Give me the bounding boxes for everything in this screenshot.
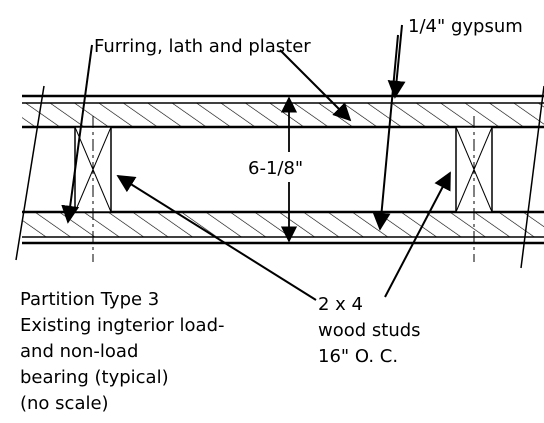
leader-stud-right — [384, 171, 451, 298]
leader-stud-left — [116, 175, 317, 301]
leader-gypsum-top — [387, 24, 406, 99]
right-break-line — [520, 85, 544, 269]
label-gypsum: 1/4" gypsum — [408, 16, 523, 37]
caption-line3: and non-load — [20, 341, 138, 362]
stud-right — [455, 116, 493, 262]
caption-line2: Existing ingterior load- — [20, 315, 225, 336]
leader-furring-bottom — [61, 44, 93, 224]
label-studs-line1: 2 x 4 — [318, 294, 363, 315]
label-studs-line2: wood studs — [318, 320, 421, 341]
label-studs-line3: 16" O. C. — [318, 346, 398, 367]
caption-line5: (no scale) — [20, 393, 109, 414]
left-break-line — [15, 85, 45, 261]
caption-line1: Partition Type 3 — [20, 289, 159, 310]
dimension-label-mask — [244, 152, 334, 182]
label-furring: Furring, lath and plaster — [94, 36, 311, 57]
top-wall-layers — [22, 94, 544, 129]
leader-gypsum-bottom — [372, 34, 399, 231]
bottom-plaster-hatch — [22, 212, 544, 237]
top-plaster-hatch — [22, 103, 544, 127]
caption-line4: bearing (typical) — [20, 367, 169, 388]
label-dimension: 6-1/8" — [248, 158, 303, 179]
leader-furring-top — [279, 49, 352, 122]
bottom-wall-layers — [22, 210, 544, 245]
